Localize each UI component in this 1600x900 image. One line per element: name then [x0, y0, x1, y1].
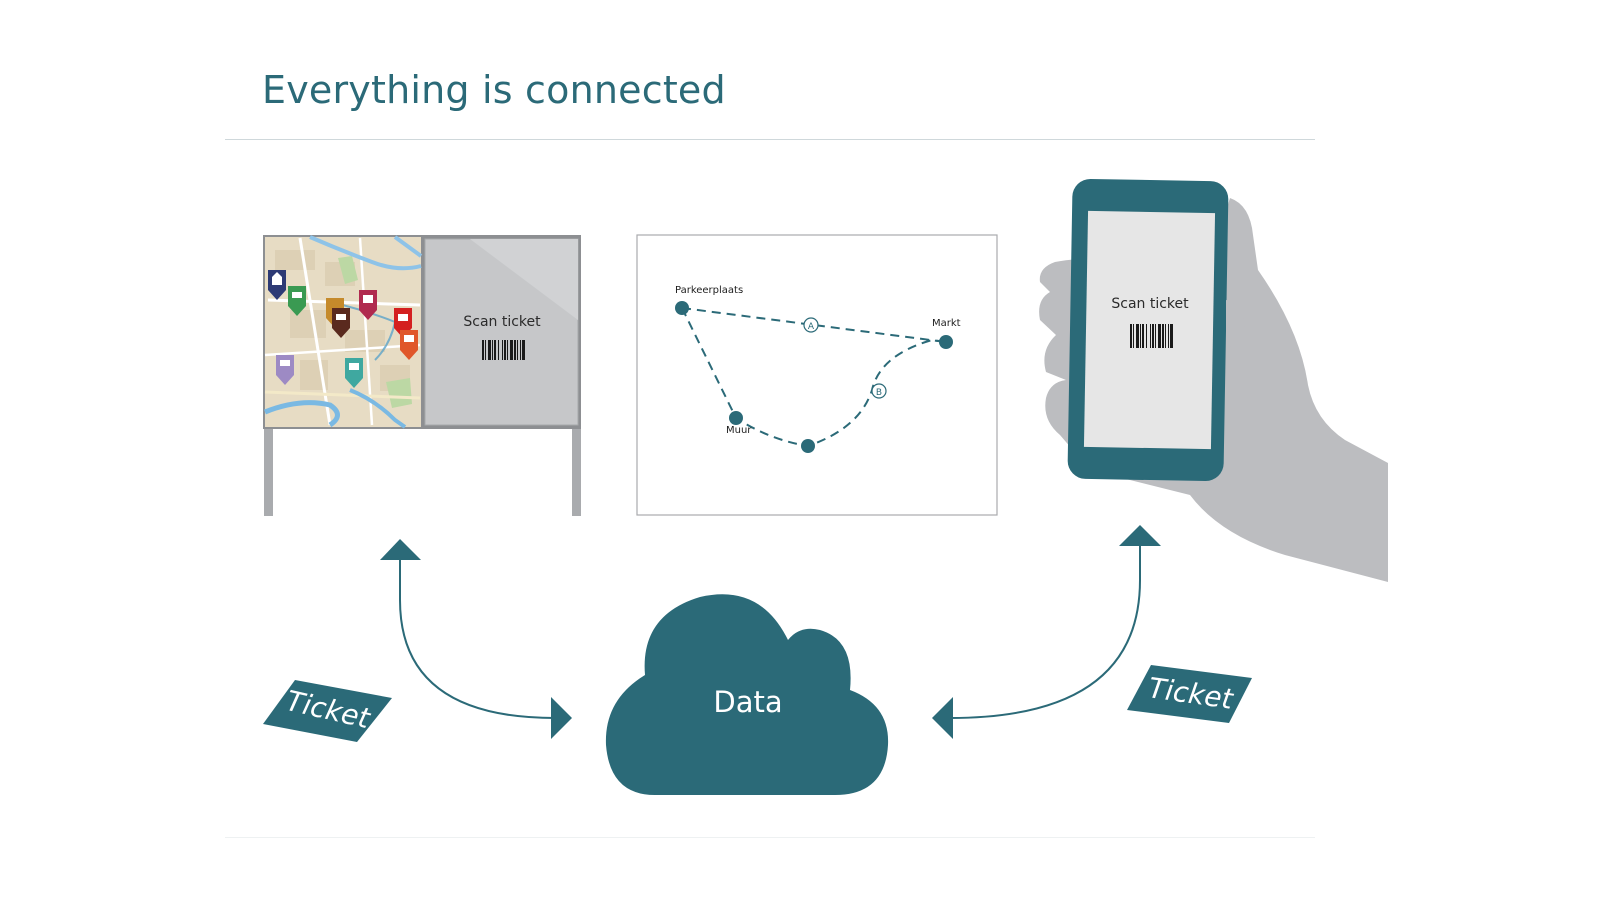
top-divider [225, 139, 1315, 140]
ticket-left: Ticket [263, 680, 392, 742]
bottom-divider [225, 837, 1315, 838]
phone-screen [1083, 210, 1216, 450]
thumb-shape [1226, 300, 1245, 348]
route-line-b [681, 307, 947, 448]
node-extra [801, 439, 815, 453]
kiosk-billboard: Scan ticket [263, 235, 581, 516]
kiosk-map-panel [264, 235, 423, 429]
cloud-label: Data [713, 685, 782, 719]
cloud-shape [605, 594, 889, 795]
arrow-head-up-left [380, 539, 421, 560]
route-map-frame [636, 234, 998, 516]
node-start [675, 301, 689, 315]
map-pin-icon [276, 355, 294, 385]
node-start-label: Parkeerplaats [675, 285, 743, 296]
right-connection-arrow [932, 525, 1161, 739]
arrow-head-up-right [1119, 525, 1161, 546]
node-middle-label: Muur [726, 425, 752, 436]
arrow-head-right [551, 697, 572, 739]
kiosk-right-leg [572, 428, 581, 516]
kiosk-scan-label: Scan ticket [463, 314, 541, 330]
map-pin-icon [359, 290, 377, 320]
map-pin-icon [268, 270, 286, 300]
page-title: Everything is connected [262, 68, 726, 112]
kiosk-scan-panel: Scan ticket [424, 238, 579, 426]
node-middle [729, 411, 743, 425]
map-pin-icon [288, 286, 306, 316]
kiosk-left-leg [264, 428, 273, 516]
route-marker-b: B [871, 383, 887, 399]
route-marker-a: A [803, 317, 819, 333]
node-end [939, 335, 953, 349]
route-map: A B Parkeerplaats Markt Muur [636, 234, 998, 516]
phone-scan-label: Scan ticket [1111, 296, 1189, 312]
left-connection-arrow [380, 539, 572, 739]
route-marker-b-label: B [876, 388, 882, 398]
ticket-right: Ticket [1127, 665, 1252, 723]
map-pin-icon [400, 330, 418, 360]
ticket-right-shape [1127, 665, 1252, 723]
data-cloud: Data [605, 594, 889, 795]
ticket-left-shape [263, 680, 392, 742]
hand-holding-phone: Scan ticket [1039, 178, 1388, 582]
barcode-icon [1130, 324, 1173, 348]
map-pin-icon [345, 358, 363, 388]
arrow-head-left [932, 697, 953, 739]
map-pin-icon [332, 308, 350, 338]
barcode-icon [482, 340, 525, 360]
route-marker-a-label: A [808, 322, 815, 332]
node-end-label: Markt [932, 318, 961, 329]
